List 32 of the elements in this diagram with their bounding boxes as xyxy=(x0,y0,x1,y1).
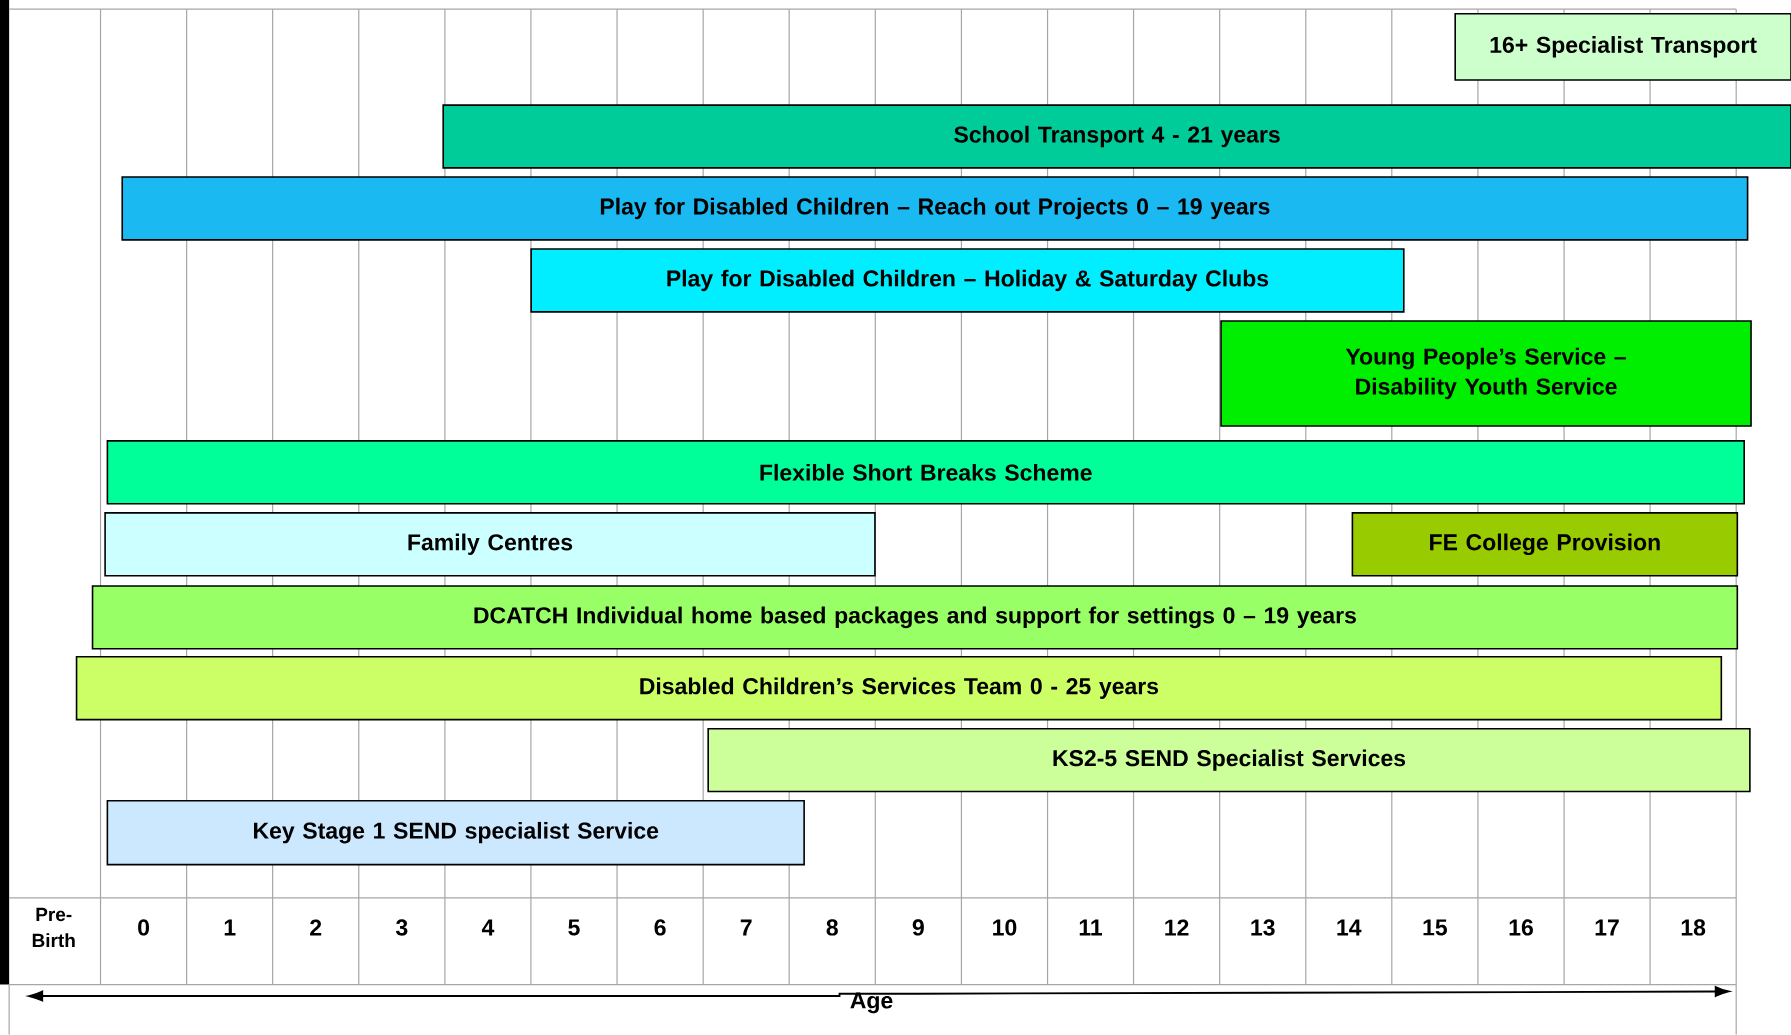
service-bar: 16+ Specialist Transport xyxy=(1454,13,1791,81)
age-label: 11 xyxy=(1079,919,1102,936)
age-label: 15 xyxy=(1423,919,1447,936)
age-label: 2 xyxy=(310,919,322,936)
service-bar: Family Centres xyxy=(104,512,876,577)
service-bar: Young People’s Service – Disability Youth Service xyxy=(1220,320,1752,427)
age-label: 9 xyxy=(912,919,924,936)
age-label: 3 xyxy=(396,919,408,936)
service-bar: DCATCH Individual home based packages and support for settings 0 – 19 years xyxy=(91,585,1739,650)
age-label: 14 xyxy=(1337,919,1362,936)
age-label: 7 xyxy=(740,919,752,936)
service-bar: Play for Disabled Children – Holiday & Saturday Clubs xyxy=(530,248,1405,313)
age-label: 4 xyxy=(481,919,495,936)
age-label: 13 xyxy=(1251,919,1275,936)
service-bar: Play for Disabled Children – Reach out Projects 0 – 19 years xyxy=(121,176,1749,241)
service-bar: Disabled Children’s Services Team 0 - 25 years xyxy=(75,656,1723,721)
service-bar: Key Stage 1 SEND specialist Service xyxy=(106,800,805,866)
service-bar: KS2-5 SEND Specialist Services xyxy=(707,728,1751,793)
age-label: 17 xyxy=(1595,919,1619,936)
axis-label: Pre-Birth xyxy=(32,907,75,948)
age-label: 10 xyxy=(993,919,1017,936)
age-label: 18 xyxy=(1681,919,1706,936)
age-label: 0 xyxy=(138,919,150,936)
service-bar: School Transport 4 - 21 years xyxy=(442,104,1791,169)
age-label: 5 xyxy=(568,919,580,936)
age-label: 12 xyxy=(1165,919,1189,936)
service-bar: Flexible Short Breaks Scheme xyxy=(106,440,1745,505)
age-label: 1 xyxy=(224,919,236,936)
age-label: 6 xyxy=(654,919,666,936)
age-label: 8 xyxy=(826,919,838,936)
service-bar: FE College Provision xyxy=(1351,512,1739,577)
age-label: 16 xyxy=(1509,919,1533,936)
